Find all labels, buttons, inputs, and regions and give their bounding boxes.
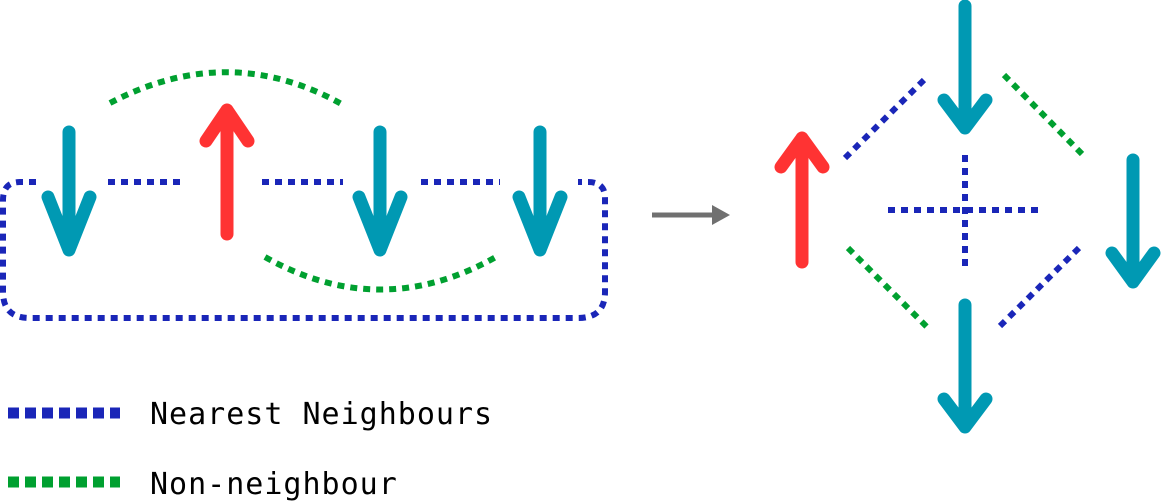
legend-label-non-neighbour: Non-neighbour — [150, 467, 398, 502]
nearest-neighbour-bonds-chain — [0, 179, 608, 321]
spin-down-arrow — [512, 125, 568, 257]
chain — [0, 69, 608, 321]
transform-arrow-icon — [652, 205, 730, 225]
legend-label-nearest: Nearest Neighbours — [150, 397, 493, 432]
spin-up-arrow — [199, 103, 255, 241]
spin-down-arrow — [41, 125, 97, 257]
non-neighbour-arc-2-4 — [263, 254, 498, 293]
legend-item-non-neighbour: Non-neighbour — [8, 467, 398, 502]
spin-down-arrow-bottom — [937, 298, 993, 434]
legend-item-nearest-neighbours: Nearest Neighbours — [8, 397, 493, 432]
non-neighbour-bonds-chain — [108, 69, 498, 293]
periodic-boundary-bond — [0, 179, 608, 321]
diagonal-bond-lower-right — [997, 242, 1085, 329]
diagonal-bond-upper-left — [842, 75, 929, 161]
lattice — [774, 0, 1161, 434]
spin-down-arrow-top — [937, 0, 993, 135]
spin-down-arrow-right — [1105, 153, 1161, 289]
non-neighbour-arc-1-3 — [108, 69, 347, 109]
spin-up-arrow-left — [774, 131, 830, 269]
legend: Nearest Neighbours Non-neighbour — [8, 397, 493, 502]
diagonal-non-neighbour-upper-right — [1001, 72, 1089, 161]
diagonal-non-neighbour-lower-left — [845, 245, 933, 333]
spin-down-arrow — [352, 125, 408, 257]
